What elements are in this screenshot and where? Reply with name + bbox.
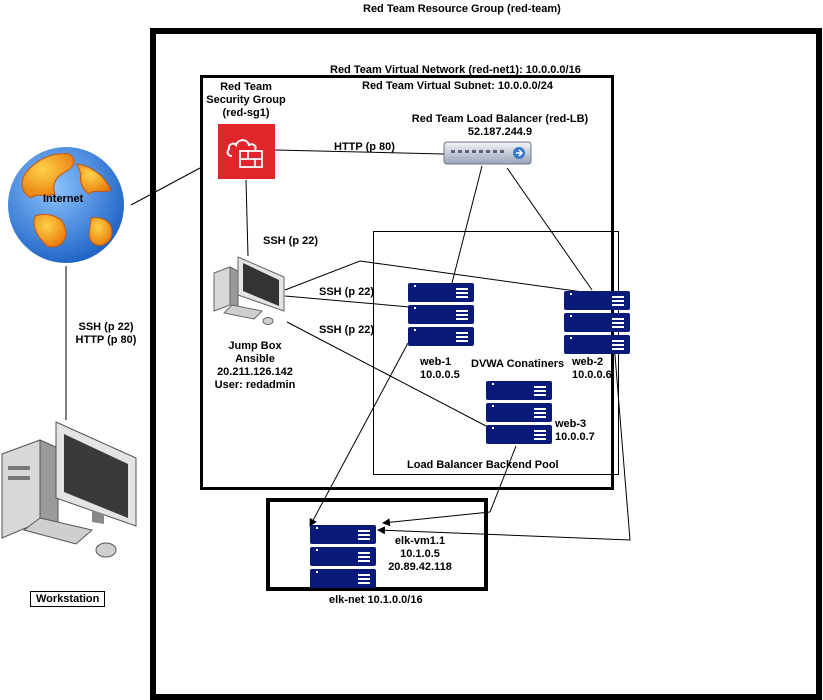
jumpbox-pc-icon[interactable] (212, 255, 287, 325)
ssh-web-label-1: SSH (p 22) (319, 286, 375, 298)
web2-label: web-2 10.0.0.6 (572, 356, 612, 381)
backend-pool-label: Load Balancer Backend Pool (407, 459, 559, 471)
elk-net-label: elk-net 10.1.0.0/16 (329, 594, 423, 606)
resource-group-label: Red Team Resource Group (red-team) (363, 3, 561, 15)
vnet-label: Red Team Virtual Network (red-net1): 10.… (330, 64, 581, 76)
line-sg-lb (274, 149, 445, 155)
load-balancer-label: Red Team Load Balancer (red-LB) 52.187.2… (411, 113, 589, 138)
ssh-web-label-2: SSH (p 22) (319, 324, 375, 336)
line-lb-web2 (506, 167, 593, 291)
line-web1-elk (309, 342, 409, 527)
workstation-label: Workstation (30, 591, 106, 607)
server-icon (486, 381, 552, 444)
vnet-box (200, 75, 614, 490)
load-balancer-icon[interactable] (443, 141, 532, 166)
resource-group-box (150, 28, 822, 700)
line-web3-elk-2 (382, 511, 491, 527)
security-group-label: Red Team Security Group (red-sg1) (206, 81, 286, 119)
server-icon (564, 291, 630, 354)
server-web1[interactable] (408, 283, 474, 352)
line-jump-web2 (284, 260, 591, 294)
globe-icon[interactable] (7, 146, 125, 264)
web1-label: web-1 10.0.0.5 (420, 356, 460, 381)
elk-label: elk-vm1.1 10.1.0.5 20.89.42.118 (388, 535, 452, 573)
web3-label: web-3 10.0.0.7 (555, 418, 595, 443)
server-web2[interactable] (564, 291, 630, 360)
server-icon (310, 525, 376, 588)
line-sg-jumpbox (245, 179, 249, 257)
line-web3-elk (489, 445, 517, 513)
ssh-jump-label: SSH (p 22) (263, 235, 319, 247)
server-icon (408, 283, 474, 346)
elk-net-box (266, 498, 488, 591)
line-internet-sg (130, 167, 201, 206)
dvwa-label: DVWA Conatiners (471, 358, 565, 370)
subnet-label: Red Team Virtual Subnet: 10.0.0.0/24 (362, 80, 553, 92)
line-jump-web1 (284, 295, 411, 308)
firewall-icon[interactable] (218, 124, 275, 179)
internet-label: Internet (43, 193, 84, 205)
workstation-ports-label: SSH (p 22) HTTP (p 80) (75, 321, 137, 346)
workstation-icon[interactable] (0, 418, 142, 560)
server-web3[interactable] (486, 381, 552, 450)
line-web2-elk (377, 342, 631, 541)
jumpbox-label: Jump Box Ansible 20.211.126.142 User: re… (214, 340, 296, 391)
line-jump-web3 (286, 321, 487, 427)
http-lb-label: HTTP (p 80) (334, 141, 395, 153)
line-lb-web1 (451, 165, 483, 284)
server-elk[interactable] (310, 525, 376, 594)
